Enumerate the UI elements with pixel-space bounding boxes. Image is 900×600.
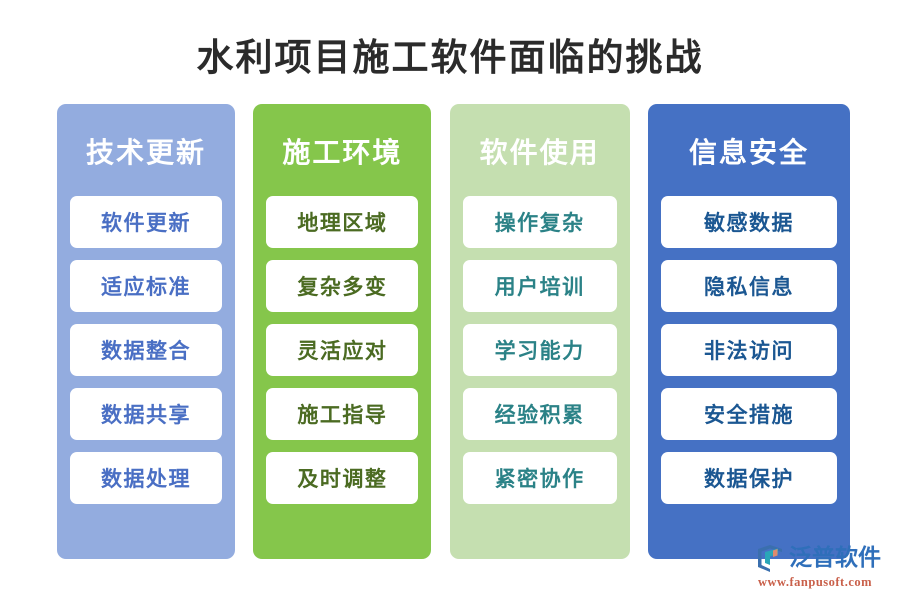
category-column-information-security: 信息安全 敏感数据 隐私信息 非法访问 安全措施 数据保护 (647, 104, 850, 559)
list-item[interactable]: 数据保护 (660, 452, 837, 504)
column-item-list: 敏感数据 隐私信息 非法访问 安全措施 数据保护 (648, 196, 850, 504)
list-item[interactable]: 软件更新 (70, 196, 222, 248)
list-item[interactable]: 数据整合 (70, 324, 222, 376)
list-item[interactable]: 紧密协作 (462, 452, 617, 504)
column-item-list: 地理区域 复杂多变 灵活应对 施工指导 及时调整 (253, 196, 431, 504)
list-item[interactable]: 操作复杂 (462, 196, 617, 248)
fanpu-swoosh-logo-icon (758, 545, 782, 572)
category-columns: 技术更新 软件更新 适应标准 数据整合 数据共享 数据处理 施工环境 地理区域 … (57, 104, 850, 559)
column-item-list: 软件更新 适应标准 数据整合 数据共享 数据处理 (57, 196, 235, 504)
list-item[interactable]: 地理区域 (266, 196, 419, 248)
list-item[interactable]: 隐私信息 (660, 260, 837, 312)
column-header: 软件使用 (479, 138, 600, 169)
list-item[interactable]: 用户培训 (462, 260, 617, 312)
list-item[interactable]: 及时调整 (266, 452, 419, 504)
list-item[interactable]: 非法访问 (660, 324, 837, 376)
list-item[interactable]: 敏感数据 (660, 196, 837, 248)
list-item[interactable]: 施工指导 (266, 388, 419, 440)
list-item[interactable]: 经验积累 (462, 388, 617, 440)
watermark-brand-name: 泛普软件 (789, 545, 881, 570)
list-item[interactable]: 适应标准 (70, 260, 222, 312)
watermark-url: www.fanpusoft.com (758, 575, 873, 589)
list-item[interactable]: 数据共享 (70, 388, 222, 440)
category-column-construction-environment: 施工环境 地理区域 复杂多变 灵活应对 施工指导 及时调整 (253, 104, 432, 559)
list-item[interactable]: 数据处理 (70, 452, 222, 504)
list-item[interactable]: 复杂多变 (266, 260, 419, 312)
watermark: 泛普软件 www.fanpusoft.com (756, 542, 888, 592)
page-title: 水利项目施工软件面临的挑战 (196, 38, 704, 79)
column-item-list: 操作复杂 用户培训 学习能力 经验积累 紧密协作 (450, 196, 630, 504)
list-item[interactable]: 安全措施 (660, 388, 837, 440)
list-item[interactable]: 学习能力 (462, 324, 617, 376)
column-header: 信息安全 (688, 138, 809, 169)
category-column-technology-update: 技术更新 软件更新 适应标准 数据整合 数据共享 数据处理 (57, 104, 235, 559)
column-header: 技术更新 (85, 138, 206, 169)
list-item[interactable]: 灵活应对 (266, 324, 419, 376)
category-column-software-usage: 软件使用 操作复杂 用户培训 学习能力 经验积累 紧密协作 (449, 104, 630, 559)
watermark-row: 泛普软件 (756, 542, 888, 574)
column-header: 施工环境 (282, 138, 403, 169)
